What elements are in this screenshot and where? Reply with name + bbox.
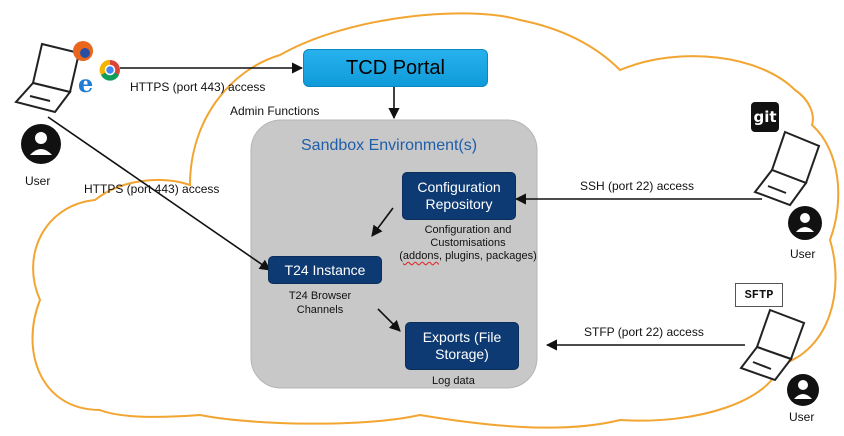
t24-note-line: T24 Browser bbox=[288, 290, 352, 302]
chrome-icon bbox=[99, 59, 120, 81]
paren: ( bbox=[399, 250, 403, 262]
https-portal-label: HTTPS (port 443) access bbox=[130, 80, 266, 94]
addons-word: addons bbox=[402, 250, 439, 262]
cloud-outline bbox=[31, 12, 840, 429]
tcd-portal-box: TCD Portal bbox=[303, 49, 488, 87]
arrow-t24-to-exports bbox=[377, 308, 401, 332]
user-avatar-icon bbox=[788, 206, 822, 240]
t24-instance-box: T24 Instance bbox=[268, 256, 382, 284]
user-label: User bbox=[789, 410, 815, 424]
edge-icon: e bbox=[78, 69, 93, 98]
admin-functions-label: Admin Functions bbox=[230, 104, 320, 118]
config-note-line: Customisations bbox=[430, 237, 506, 249]
t24-note: T24 Browser Channels bbox=[274, 289, 366, 317]
ssh-label: SSH (port 22) access bbox=[580, 179, 695, 193]
sftp-badge: SFTP bbox=[735, 283, 783, 307]
log-data-label: Log data bbox=[432, 375, 475, 387]
laptop-icon bbox=[753, 130, 821, 207]
user-label: User bbox=[790, 247, 816, 261]
user-avatar-icon bbox=[787, 374, 819, 406]
git-logo-icon: git bbox=[751, 102, 779, 132]
config-note-line: (addons, plugins, packages) bbox=[392, 250, 544, 263]
svg-text:e: e bbox=[78, 69, 93, 98]
laptop-icon bbox=[14, 42, 81, 114]
user-avatar-icon bbox=[21, 124, 61, 164]
config-note-line: Configuration and bbox=[424, 224, 512, 236]
firefox-icon bbox=[73, 41, 93, 61]
https-t24-label: HTTPS (port 443) access bbox=[84, 182, 220, 196]
exports-box: Exports (File Storage) bbox=[405, 322, 519, 370]
user-label: User bbox=[25, 174, 51, 188]
stfp-label: STFP (port 22) access bbox=[584, 325, 704, 339]
arrow-config-to-t24 bbox=[371, 207, 394, 237]
config-note: Configuration and Customisations (addons… bbox=[392, 224, 544, 263]
configuration-repository-box: Configuration Repository bbox=[402, 172, 516, 220]
laptop-icon bbox=[739, 308, 806, 382]
arrow-https-t24 bbox=[47, 116, 271, 271]
sandbox-title: Sandbox Environment(s) bbox=[301, 137, 478, 154]
t24-note-line: Channels bbox=[296, 304, 344, 316]
config-note-rest: , plugins, packages) bbox=[438, 250, 537, 262]
